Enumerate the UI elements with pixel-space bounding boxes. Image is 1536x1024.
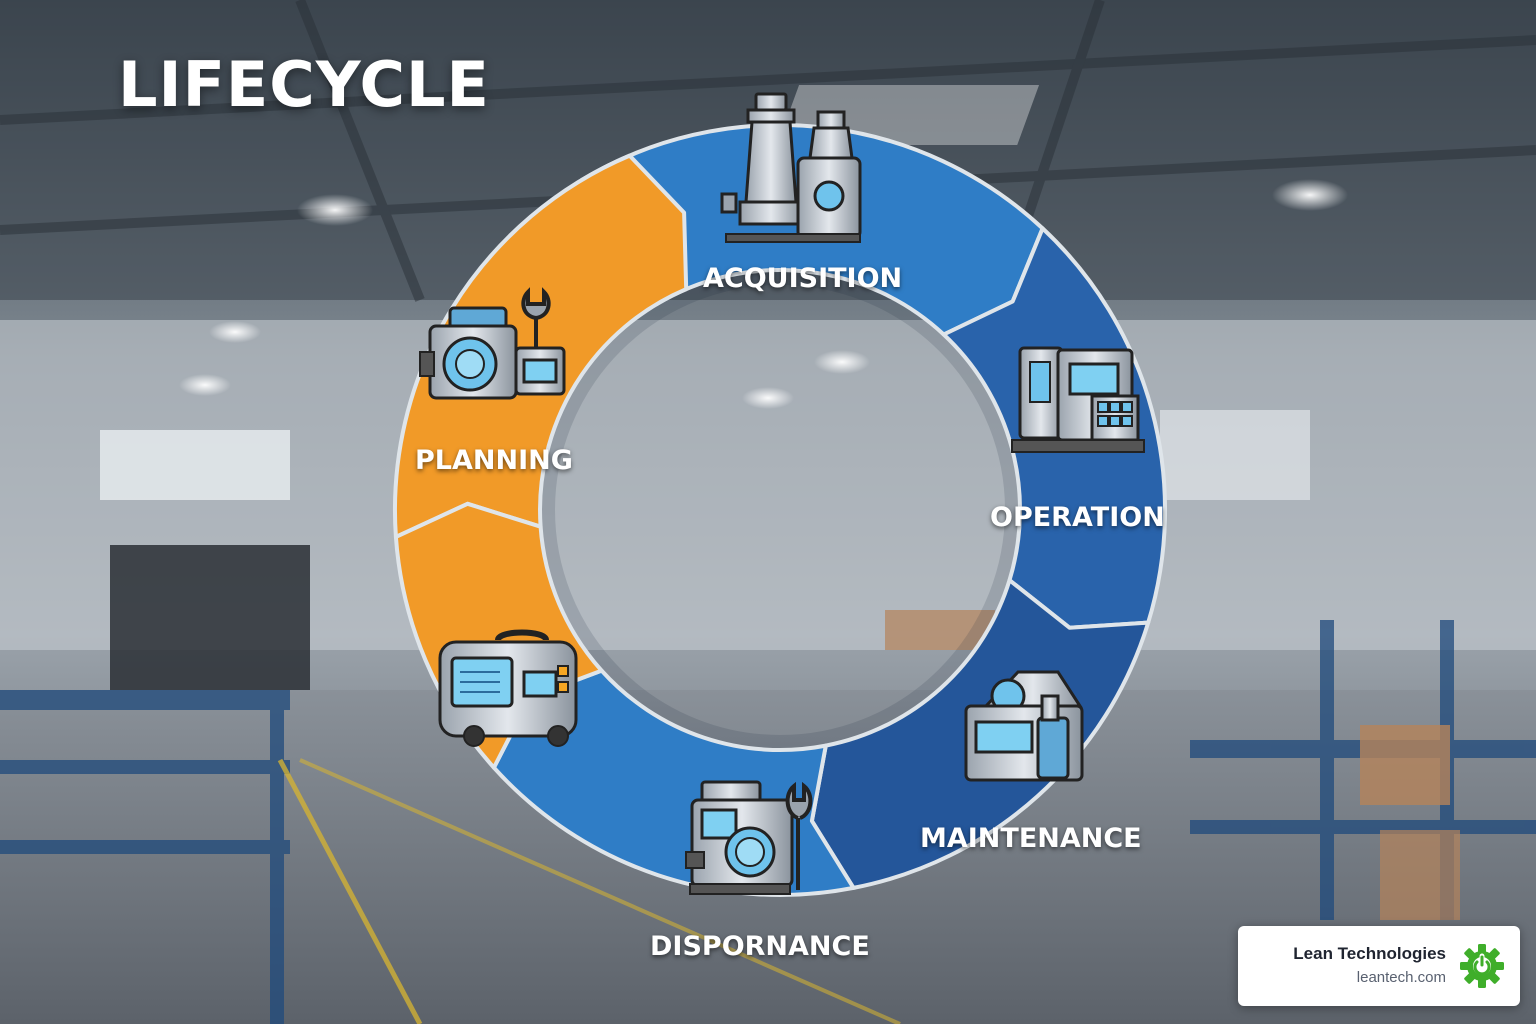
gear-power-icon bbox=[1460, 944, 1504, 988]
brand-card[interactable]: Lean Technologies leantech.com bbox=[1238, 926, 1520, 1006]
cnc-machine-icon bbox=[438, 629, 578, 747]
brand-url[interactable]: leantech.com bbox=[1356, 969, 1446, 986]
industrial-machine-icon bbox=[720, 92, 862, 243]
control-panel-machine-icon bbox=[1011, 346, 1145, 453]
diagram-title: LIFECYCLE bbox=[118, 48, 490, 121]
stage-label-maintenance: MAINTENANCE bbox=[920, 823, 1142, 854]
machine-with-wrench-icon bbox=[685, 780, 813, 895]
stage-label-acquisition: ACQUISITION bbox=[703, 263, 903, 294]
maintenance-machine-icon bbox=[964, 670, 1084, 782]
ring-segment-planning bbox=[392, 153, 689, 539]
planning-machine-wrench-icon bbox=[419, 287, 566, 400]
stage-label-planning: PLANNING bbox=[415, 445, 573, 476]
stage-label-operation: OPERATION bbox=[990, 502, 1165, 533]
stage-label-dispornance: DISPORNANCE bbox=[650, 931, 870, 962]
brand-name: Lean Technologies bbox=[1293, 944, 1446, 963]
